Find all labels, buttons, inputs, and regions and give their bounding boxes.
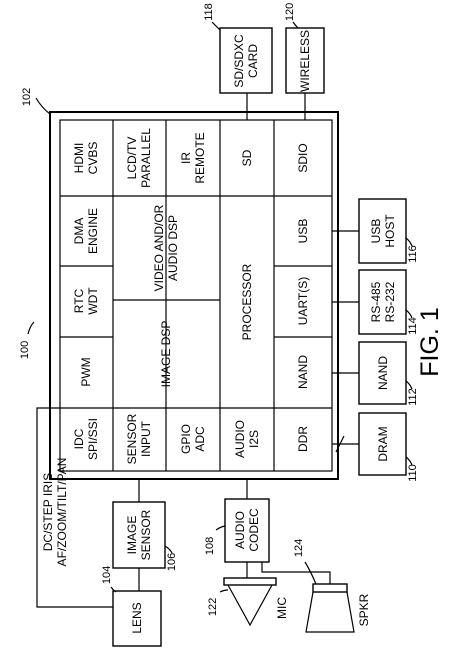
block-audio-i2s: AUDIOI2S — [233, 420, 261, 458]
block-hdmi: HDMICVBS — [72, 142, 100, 175]
block-sensor-input: SENSORINPUT — [125, 413, 153, 464]
ref-chip-leader — [35, 97, 51, 115]
chip-inner-frame — [59, 119, 333, 472]
ref-image-sensor: 106 — [166, 553, 178, 571]
block-usb: USB — [296, 219, 310, 244]
block-pwm: PWM — [79, 357, 93, 386]
ext-usb-host-box — [358, 198, 407, 264]
ext-nand-box — [358, 341, 407, 405]
conn-ddr-slash — [335, 435, 345, 453]
ext-rs485: RS-485RS-232 — [369, 281, 397, 322]
block-ir: IRREMOTE — [179, 132, 207, 183]
block-video-audio-dsp: VIDEO AND/ORAUDIO DSP — [152, 204, 180, 291]
ext-nand: NAND — [376, 356, 390, 390]
block-idc: IDCSPI/SSI — [72, 418, 100, 460]
label-mic: MIC — [275, 597, 289, 619]
block-sd: SD — [240, 149, 254, 166]
block-processor: PROCESSOR — [240, 263, 254, 340]
ref-audio-codec: 108 — [204, 537, 216, 555]
ref-nand-leader — [405, 380, 413, 390]
ref-sd-card: 118 — [203, 3, 215, 21]
ext-lens-box — [112, 590, 162, 647]
ref-lens-leader — [110, 586, 117, 593]
ext-audio-codec-box — [224, 498, 270, 563]
ext-usb-host: USBHOST — [369, 214, 397, 248]
ref-rs485: 114 — [407, 317, 419, 335]
conn-codec-spkr — [261, 562, 331, 584]
ref-wireless: 120 — [284, 3, 296, 21]
speaker-icon — [305, 591, 355, 633]
block-dma: DMAENGINE — [72, 208, 100, 254]
ref-sd-card-leader — [211, 21, 221, 31]
ref-wireless-leader — [292, 21, 299, 29]
ref-usb-host-leader — [405, 237, 413, 247]
block-ddr: DDR — [296, 426, 310, 452]
chip-outer-frame — [49, 111, 339, 480]
ref-dram-leader — [405, 456, 413, 466]
ext-image-sensor: IMAGESENSOR — [125, 509, 153, 560]
block-image-dsp: IMAGE DSP — [159, 321, 173, 388]
label-spkr: SPKR — [357, 593, 371, 626]
ext-sd-card-box — [219, 27, 273, 94]
ext-audio-codec: AUDIOCODEC — [233, 508, 261, 552]
ext-lens: LENS — [130, 602, 144, 633]
block-uart: UART(S) — [296, 277, 310, 325]
ref-system-leader — [27, 321, 35, 335]
mic-icon — [227, 584, 273, 627]
ref-chip: 102 — [21, 88, 33, 106]
ref-spkr-leader — [304, 561, 317, 585]
ext-wireless: WIRELESS — [298, 30, 312, 92]
ref-system: 100 — [19, 341, 31, 359]
ref-image-sensor-leader — [164, 545, 173, 554]
ref-lens: 104 — [101, 566, 113, 584]
ref-dram: 110 — [407, 464, 419, 482]
ref-mic: 122 — [207, 598, 219, 616]
block-gpio: GPIOADC — [179, 424, 207, 454]
conn-lens-control — [36, 407, 113, 608]
block-rtc: RTCWDT — [72, 287, 100, 315]
speaker-magnet — [312, 583, 348, 593]
figure-label: FIG. 1 — [416, 307, 444, 376]
block-sdio: SDIO — [296, 143, 310, 172]
ext-dram: DRAM — [376, 426, 390, 461]
ext-sd-card: SD/SDXCCARD — [232, 34, 260, 88]
ref-usb-host: 116 — [407, 245, 419, 263]
ref-nand: 112 — [407, 388, 419, 406]
ref-mic-leader — [219, 589, 229, 593]
ref-audio-codec-leader — [215, 525, 226, 531]
block-lcd: LCD/TVPARALLEL — [125, 128, 153, 188]
label-lens-control: DC/STEP IRISAF/ZOOM/TILT/PAN — [41, 458, 69, 567]
ref-rs485-leader — [405, 309, 413, 319]
block-nand: NAND — [296, 355, 310, 389]
mic-diaphragm — [223, 577, 277, 586]
ref-spkr: 124 — [293, 539, 305, 557]
